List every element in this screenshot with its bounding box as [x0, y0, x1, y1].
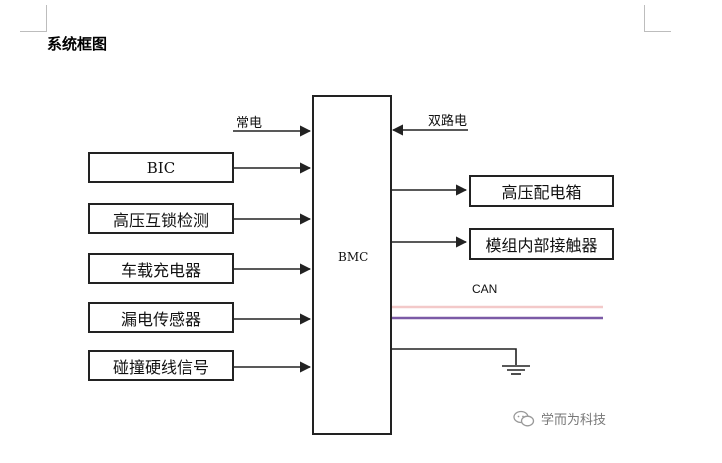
watermark-text: 学而为科技 [541, 413, 607, 428]
corner-mark-top-left [20, 5, 47, 32]
output-label: 模组内部接触器 [485, 236, 598, 255]
top-right-power-label: 双路电 [428, 114, 468, 129]
input-block-bic: BIC [88, 152, 234, 183]
input-label: BIC [146, 158, 176, 177]
top-left-power-label: 常电 [236, 116, 263, 131]
chat-bubble-icon [513, 410, 535, 426]
input-block-collision-signal: 碰撞硬线信号 [88, 350, 234, 381]
can-label: CAN [472, 282, 498, 296]
input-label: 高压互锁检测 [112, 210, 209, 230]
corner-mark-top-right [644, 5, 671, 32]
output-block-module-contactor: 模组内部接触器 [469, 228, 614, 260]
page-title: 系统框图 [47, 35, 108, 53]
input-block-leakage-sensor: 漏电传感器 [88, 302, 234, 333]
input-label: 车载充电器 [120, 260, 201, 280]
input-label: 漏电传感器 [120, 309, 201, 329]
bmc-label: BMC [338, 250, 369, 264]
output-label: 高压配电箱 [501, 183, 582, 202]
input-label: 碰撞硬线信号 [112, 357, 209, 377]
bmc-block [312, 95, 392, 435]
output-block-hv-distribution: 高压配电箱 [469, 175, 614, 207]
input-block-hv-interlock: 高压互锁检测 [88, 203, 234, 234]
input-block-onboard-charger: 车载充电器 [88, 253, 234, 284]
ground-wire [392, 348, 517, 365]
watermark: 学而为科技 [513, 409, 606, 428]
